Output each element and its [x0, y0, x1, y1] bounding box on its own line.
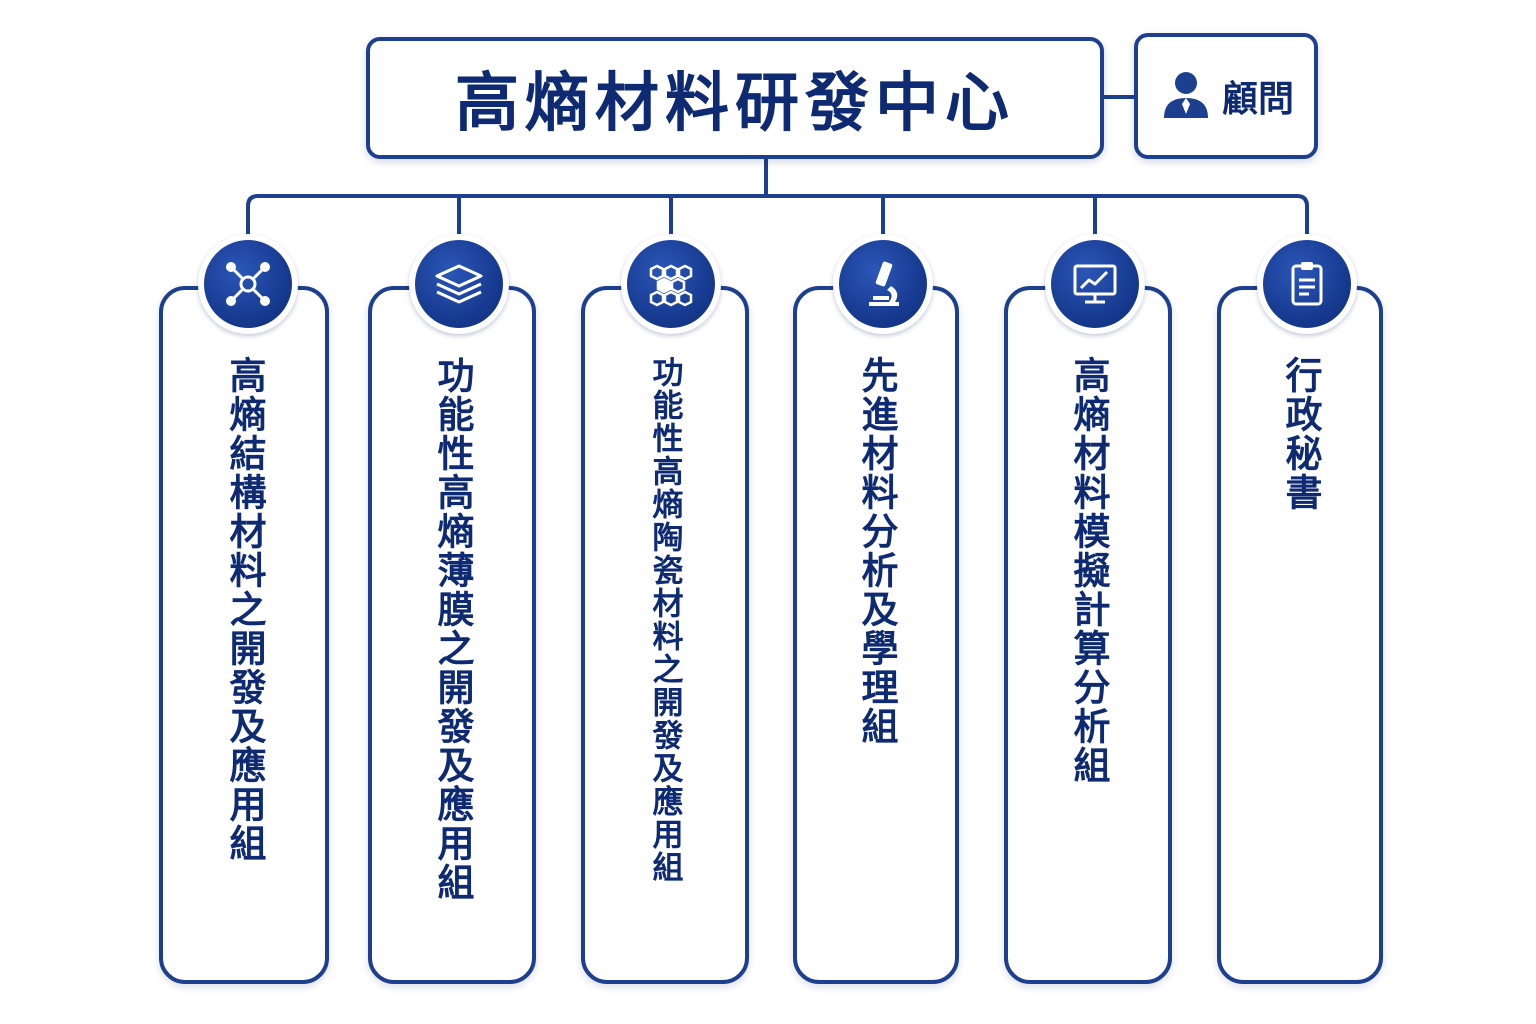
monitor-chart-icon	[1045, 234, 1145, 334]
group-label: 先進材料分析及學理組	[855, 356, 898, 746]
group-card-ceramic: 功能性高熵陶瓷材料之開發及應用組	[581, 286, 749, 984]
molecule-network-icon	[198, 234, 298, 334]
advisor-label: 顧問	[1221, 79, 1294, 120]
center-title: 高熵材料研發中心	[455, 67, 1015, 141]
group-label: 功能性高熵陶瓷材料之開發及應用組	[646, 356, 683, 884]
clipboard-icon	[1257, 234, 1357, 334]
center-title-box: 高熵材料研發中心	[366, 37, 1104, 159]
group-card-analysis: 先進材料分析及學理組	[793, 286, 959, 984]
group-card-thin-film: 功能性高熵薄膜之開發及應用組	[368, 286, 536, 984]
group-label: 行政秘書	[1279, 356, 1322, 512]
group-label: 功能性高熵薄膜之開發及應用組	[431, 356, 474, 902]
group-card-structural: 高熵結構材料之開發及應用組	[159, 286, 329, 984]
advisor-box: 顧問	[1134, 33, 1318, 159]
layers-icon	[409, 234, 509, 334]
hexagon-cluster-icon	[621, 234, 721, 334]
bus-connector	[246, 194, 1309, 236]
group-label: 高熵結構材料之開發及應用組	[223, 356, 266, 863]
person-icon	[1158, 66, 1214, 126]
group-card-simulation: 高熵材料模擬計算分析組	[1004, 286, 1172, 984]
group-card-secretary: 行政秘書	[1217, 286, 1383, 984]
group-label: 高熵材料模擬計算分析組	[1067, 356, 1110, 785]
microscope-icon	[833, 234, 933, 334]
